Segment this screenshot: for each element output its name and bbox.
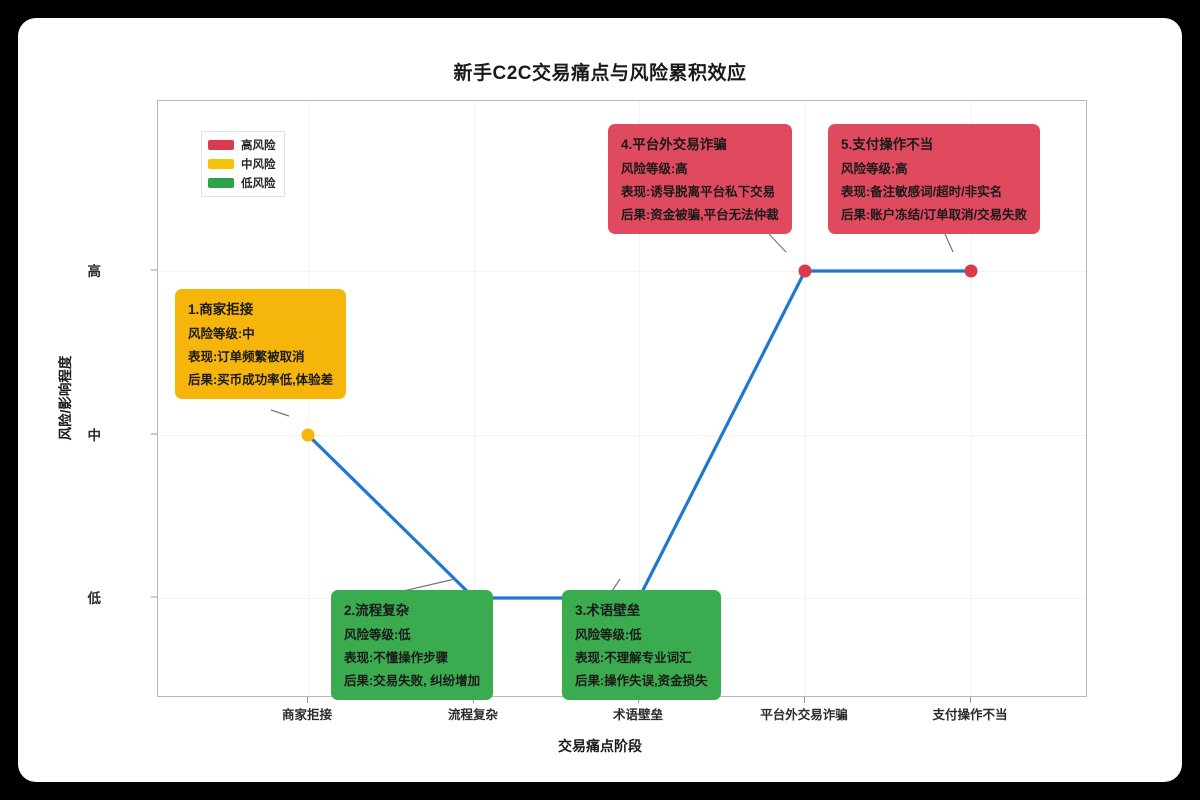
annotation-level-2: 风险等级:低 [344, 628, 411, 642]
legend-swatch-icon [208, 178, 234, 188]
annotation-title-3: 3.术语壁垒 [575, 603, 641, 618]
data-point-5[interactable] [964, 264, 978, 278]
annotation-consequence-4: 后果:资金被骗,平台无法仲裁 [621, 208, 779, 222]
annotation-symptom-2: 表现:不懂操作步骤 [344, 651, 449, 665]
ytick-label-medium: 中 [87, 428, 102, 443]
annotation-consequence-2: 后果:交易失败, 纠纷增加 [344, 674, 481, 688]
annotation-level-1: 风险等级:中 [188, 327, 255, 341]
annotation-title-1: 1.商家拒接 [188, 302, 254, 317]
annotation-box-5[interactable]: 5.支付操作不当 风险等级:高 表现:备注敏感词/超时/非实名 后果:账户冻结/… [828, 124, 1041, 234]
annotation-symptom-4: 表现:诱导脱离平台私下交易 [621, 185, 776, 199]
legend-item-high[interactable]: 高风险 [208, 137, 276, 153]
legend: 高风险 中风险 低风险 [201, 131, 285, 197]
legend-label-low: 低风险 [241, 178, 276, 190]
annotation-consequence-5: 后果:账户冻结/订单取消/交易失败 [841, 208, 1028, 222]
xtick-label-2: 流程复杂 [447, 708, 499, 722]
gridline-vertical [971, 101, 972, 696]
chart-canvas: 新手C2C交易痛点与风险累积效应 高 中 [18, 18, 1182, 782]
legend-label-high: 高风险 [241, 140, 276, 152]
annotation-title-2: 2.流程复杂 [344, 603, 410, 618]
annotation-box-1[interactable]: 1.商家拒接 风险等级:中 表现:订单频繁被取消 后果:买币成功率低,体验差 [175, 289, 347, 399]
xtick-mark-1 [307, 697, 308, 703]
xtick-mark-4 [804, 697, 805, 703]
ytick-mark-high [151, 269, 157, 271]
xtick-label-3: 术语壁垒 [612, 708, 664, 722]
annotation-level-5: 风险等级:高 [841, 162, 908, 176]
ytick-mark-low [151, 596, 157, 598]
gridline-horizontal [158, 271, 1086, 272]
annotation-title-4: 4.平台外交易诈骗 [621, 137, 727, 152]
legend-item-medium[interactable]: 中风险 [208, 156, 276, 172]
ytick-mark-medium [151, 433, 157, 435]
annotation-consequence-3: 后果:操作失误,资金损失 [575, 674, 708, 688]
gridline-vertical [639, 101, 640, 696]
legend-label-medium: 中风险 [241, 159, 276, 171]
xtick-label-1: 商家拒接 [281, 708, 333, 722]
annotation-box-4[interactable]: 4.平台外交易诈骗 风险等级:高 表现:诱导脱离平台私下交易 后果:资金被骗,平… [608, 124, 792, 234]
annotation-title-5: 5.支付操作不当 [841, 137, 934, 152]
ytick-label-high: 高 [87, 264, 102, 279]
xtick-label-4: 平台外交易诈骗 [760, 708, 848, 722]
chart-title: 新手C2C交易痛点与风险累积效应 [453, 63, 747, 84]
xtick-label-5: 支付操作不当 [932, 708, 1008, 722]
x-axis-title: 交易痛点阶段 [558, 738, 642, 754]
gridline-horizontal [158, 435, 1086, 436]
annotation-level-4: 风险等级:高 [621, 162, 688, 176]
xtick-mark-2 [473, 697, 474, 703]
legend-item-low[interactable]: 低风险 [208, 175, 276, 191]
legend-swatch-icon [208, 140, 234, 150]
ytick-label-low: 低 [87, 591, 102, 606]
gridline-vertical [805, 101, 806, 696]
xtick-mark-5 [970, 697, 971, 703]
annotation-box-2[interactable]: 2.流程复杂 风险等级:低 表现:不懂操作步骤 后果:交易失败, 纠纷增加 [331, 590, 494, 700]
annotation-level-3: 风险等级:低 [575, 628, 642, 642]
legend-swatch-icon [208, 159, 234, 169]
annotation-box-3[interactable]: 3.术语壁垒 风险等级:低 表现:不理解专业词汇 后果:操作失误,资金损失 [562, 590, 721, 700]
gridline-vertical [474, 101, 475, 696]
data-point-4[interactable] [798, 264, 812, 278]
annotation-symptom-3: 表现:不理解专业词汇 [575, 651, 692, 665]
xtick-mark-3 [638, 697, 639, 703]
annotation-symptom-5: 表现:备注敏感词/超时/非实名 [841, 185, 1003, 199]
data-point-1[interactable] [301, 428, 315, 442]
annotation-symptom-1: 表现:订单频繁被取消 [188, 350, 305, 364]
y-axis-title: 风险/影响程度 [58, 355, 73, 441]
annotation-consequence-1: 后果:买币成功率低,体验差 [188, 373, 334, 387]
